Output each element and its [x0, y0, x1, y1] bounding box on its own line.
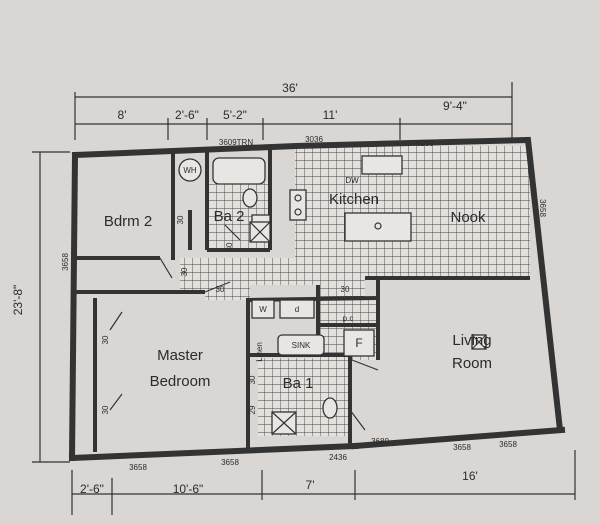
- bathtub-icon: [212, 157, 266, 185]
- closet-code-master-top: 30: [101, 335, 110, 344]
- window-code-kitchen-top: 3036: [305, 135, 323, 144]
- left-dimension: 23'-8": [11, 151, 70, 463]
- room-label-nook: Nook: [450, 209, 486, 226]
- dryer-icon: [279, 299, 315, 319]
- top-dim-4: 11': [323, 108, 338, 122]
- room-label-linen: Linen: [255, 342, 264, 362]
- overall-depth-label: 23'-8": [11, 285, 25, 316]
- toilet-icon: [322, 397, 338, 419]
- room-label-master-1: Master: [157, 347, 203, 364]
- top-dim-5: 9'-4": [443, 99, 467, 113]
- closet-code-bath1-side: 29: [248, 405, 257, 414]
- washer-icon: [251, 299, 275, 319]
- top-dim-1: 8': [118, 108, 127, 122]
- bottom-dim-1: 2'-6": [80, 482, 104, 496]
- room-labels: Bdrm 2 Ba 2 Kitchen Nook Master Bedroom …: [104, 191, 492, 392]
- burner-icon: [294, 208, 302, 216]
- fixtures: WH DW W d p.c F SINK: [178, 155, 487, 435]
- fridge-icon: [343, 329, 375, 357]
- window-code-master-bl: 3658: [129, 463, 147, 472]
- exterior-walls: [68, 136, 566, 462]
- closet-code-bath1-door: 30: [248, 375, 257, 384]
- closet-code-bath2-door: 30: [225, 242, 234, 251]
- overall-width-label: 36': [282, 81, 298, 95]
- door-swings: [109, 224, 379, 431]
- kitchen-sink-icon: [361, 155, 403, 175]
- closet-code-bdrm2: 30: [176, 215, 185, 224]
- room-label-master-2: Bedroom: [150, 373, 211, 390]
- closet-code-utility: 30: [341, 285, 350, 294]
- interior-walls: [75, 148, 530, 452]
- room-label-living-2: Room: [452, 355, 492, 372]
- closet-code-master-bottom: 30: [101, 405, 110, 414]
- island-sink-icon: [374, 222, 382, 230]
- window-code-living-br: 3658: [499, 440, 517, 449]
- window-code-living-bl: 3658: [453, 443, 471, 452]
- fridge-label: F: [355, 336, 362, 350]
- sink-label: SINK: [292, 341, 311, 350]
- room-label-kitchen: Kitchen: [329, 191, 379, 208]
- window-code-nook-right: 3658: [538, 199, 547, 217]
- dishwasher-label: DW: [345, 176, 359, 185]
- window-code-nook-top: 8289: [416, 139, 434, 148]
- toilet-icon: [242, 188, 258, 208]
- dryer-label: d: [295, 305, 299, 314]
- pantry-label: p.c: [343, 314, 354, 323]
- burner-icon: [294, 194, 302, 202]
- room-label-bedroom2: Bdrm 2: [104, 213, 152, 230]
- window-code-bath1-bottom: 2436: [329, 453, 347, 462]
- bottom-dimensions: 2'-6" 10'-6" 7' 16': [71, 450, 576, 515]
- window-code-bath-top: 3609TRN: [219, 138, 253, 147]
- window-code-left-wall: 3658: [61, 253, 70, 271]
- water-heater-icon: [178, 158, 202, 182]
- closet-code-hall: 30: [180, 267, 189, 276]
- room-label-living-1: Living: [452, 332, 491, 349]
- range-icon: [289, 189, 307, 221]
- bottom-dim-3: 7': [306, 478, 315, 492]
- closet-code-hall-b: 30: [216, 285, 225, 294]
- window-codes: 3609TRN 3036 8289 3658 3658 3658 3658 24…: [61, 135, 547, 472]
- bottom-dim-4: 16': [462, 469, 478, 483]
- room-label-bath2: Ba 2: [214, 208, 245, 225]
- bottom-dim-2: 10'-6": [173, 482, 204, 496]
- kitchen-island-icon: [344, 212, 412, 242]
- closet-codes: 30 30 30 30 30 30 30 30 29: [101, 215, 350, 414]
- window-code-master-br: 3658: [221, 458, 239, 467]
- window-code-entry: 3680: [371, 437, 389, 446]
- washer-label: W: [259, 305, 267, 314]
- top-dimensions: 36' 8' 2'-6" 5'-2" 11' 9'-4": [74, 81, 513, 140]
- room-label-bath1: Ba 1: [283, 375, 314, 392]
- bath1-sink-icon: [277, 334, 325, 356]
- top-dim-2: 2'-6": [175, 108, 199, 122]
- water-heater-label: WH: [183, 166, 197, 175]
- top-dim-3: 5'-2": [223, 108, 247, 122]
